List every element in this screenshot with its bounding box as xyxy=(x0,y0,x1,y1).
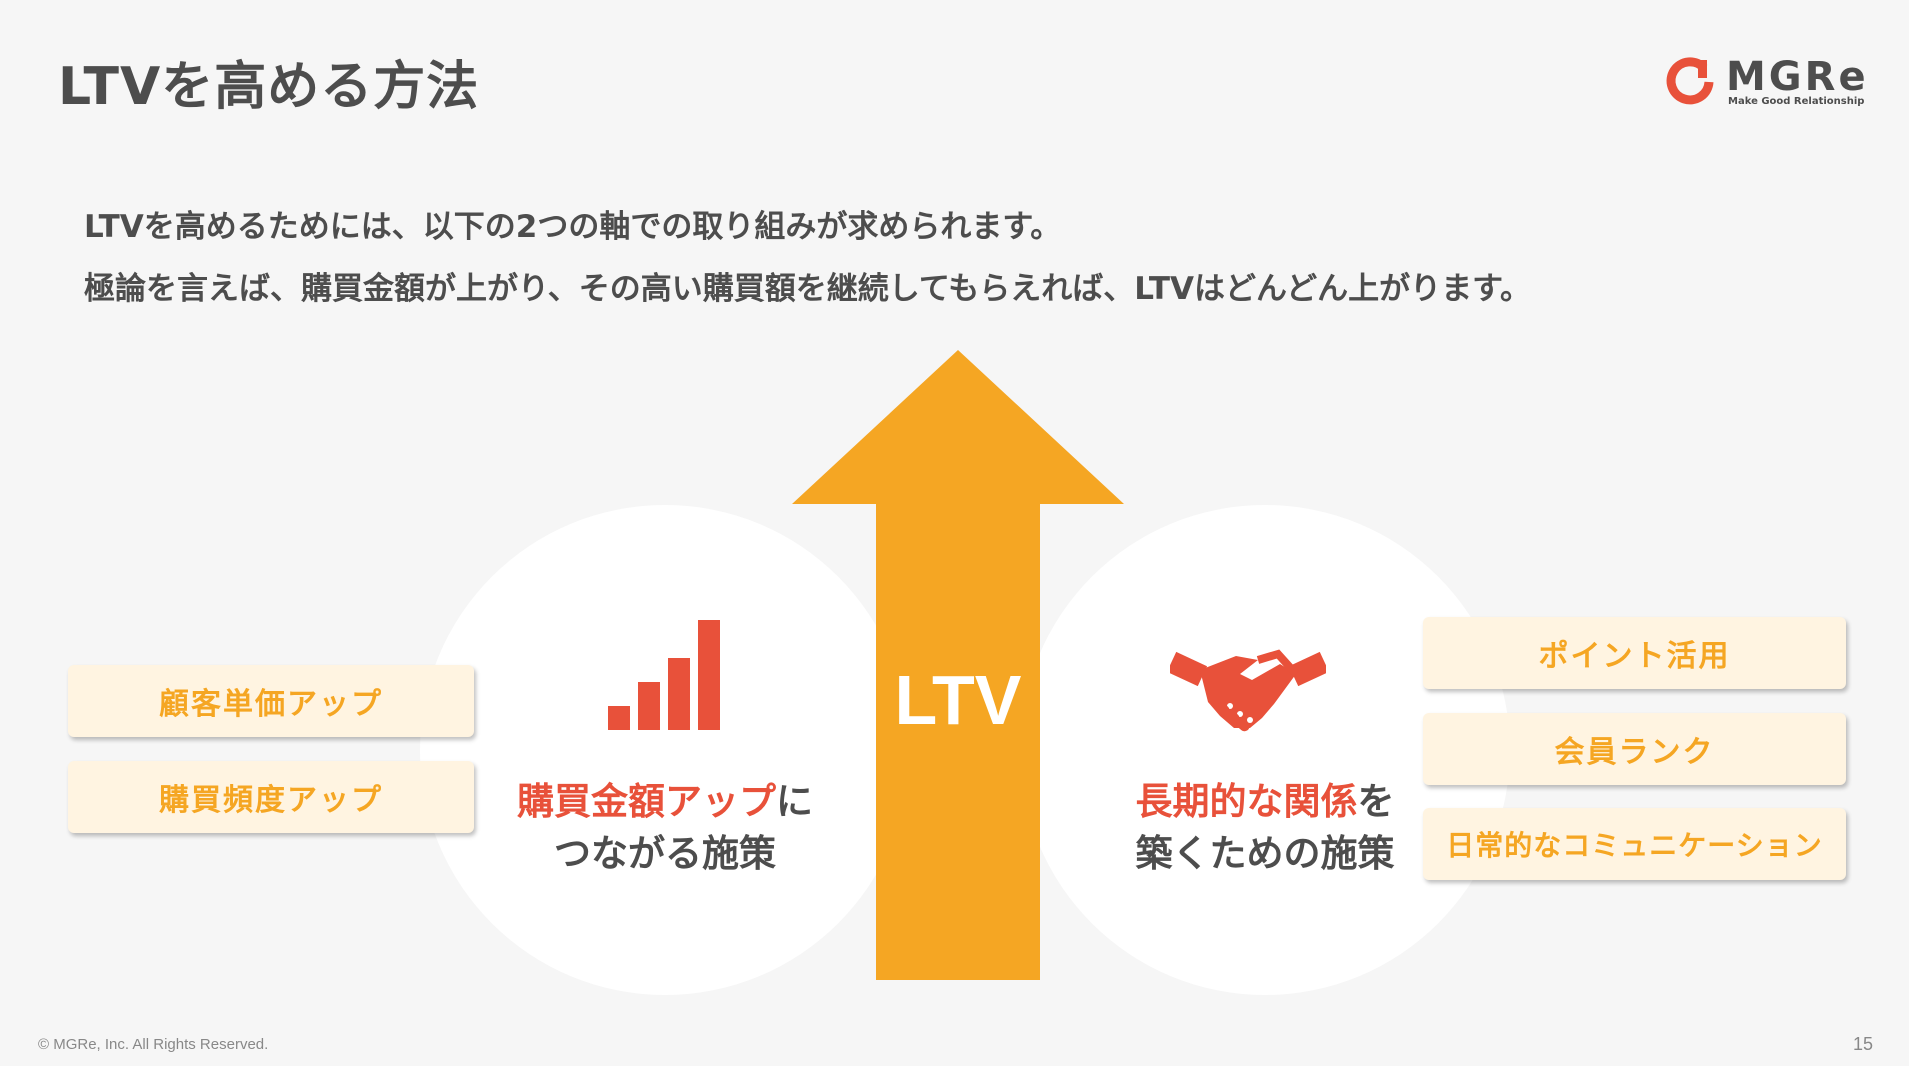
card-customer-unit-price: 顧客単価アップ xyxy=(68,665,474,737)
intro-line-2: 極論を言えば、購買金額が上がり、その高い購買額を継続してもらえれば、LTVはどん… xyxy=(84,271,1532,307)
intro-text: LTVを高めるためには、以下の2つの軸での取り組みが求められます。 極論を言えば… xyxy=(84,196,1531,320)
right-caption-accent: 長期的な関係 xyxy=(1135,780,1358,823)
left-caption: 購買金額アップに つながる施策 xyxy=(500,776,830,880)
copyright: © MGRe, Inc. All Rights Reserved. xyxy=(38,1036,269,1053)
card-points: ポイント活用 xyxy=(1423,617,1846,689)
right-caption: 長期的な関係を 築くための施策 xyxy=(1100,776,1430,880)
right-caption-line2: 築くための施策 xyxy=(1135,832,1395,875)
left-caption-suffix: に xyxy=(776,780,813,823)
bar-chart-icon xyxy=(608,620,720,730)
brand-logo: MGRe Make Good Relationship xyxy=(1664,54,1866,110)
mgre-logo-icon xyxy=(1666,57,1714,105)
logo-tagline: Make Good Relationship xyxy=(1728,96,1865,107)
card-member-rank: 会員ランク xyxy=(1423,713,1846,785)
left-caption-line2: つながる施策 xyxy=(554,832,776,875)
left-caption-accent: 購買金額アップ xyxy=(517,780,776,823)
right-caption-suffix: を xyxy=(1357,780,1395,823)
card-purchase-frequency: 購買頻度アップ xyxy=(68,761,474,833)
page-title: LTVを高める方法 xyxy=(58,57,480,117)
left-circle xyxy=(420,505,910,995)
handshake-icon xyxy=(1170,649,1326,732)
ltv-up-arrow xyxy=(792,350,1124,980)
ltv-label: LTV xyxy=(894,661,1022,739)
page-number: 15 xyxy=(1852,1034,1873,1054)
card-daily-communication: 日常的なコミュニケーション xyxy=(1423,808,1846,880)
logo-wordmark: MGRe xyxy=(1726,54,1869,100)
intro-line-1: LTVを高めるためには、以下の2つの軸での取り組みが求められます。 xyxy=(84,209,1062,245)
